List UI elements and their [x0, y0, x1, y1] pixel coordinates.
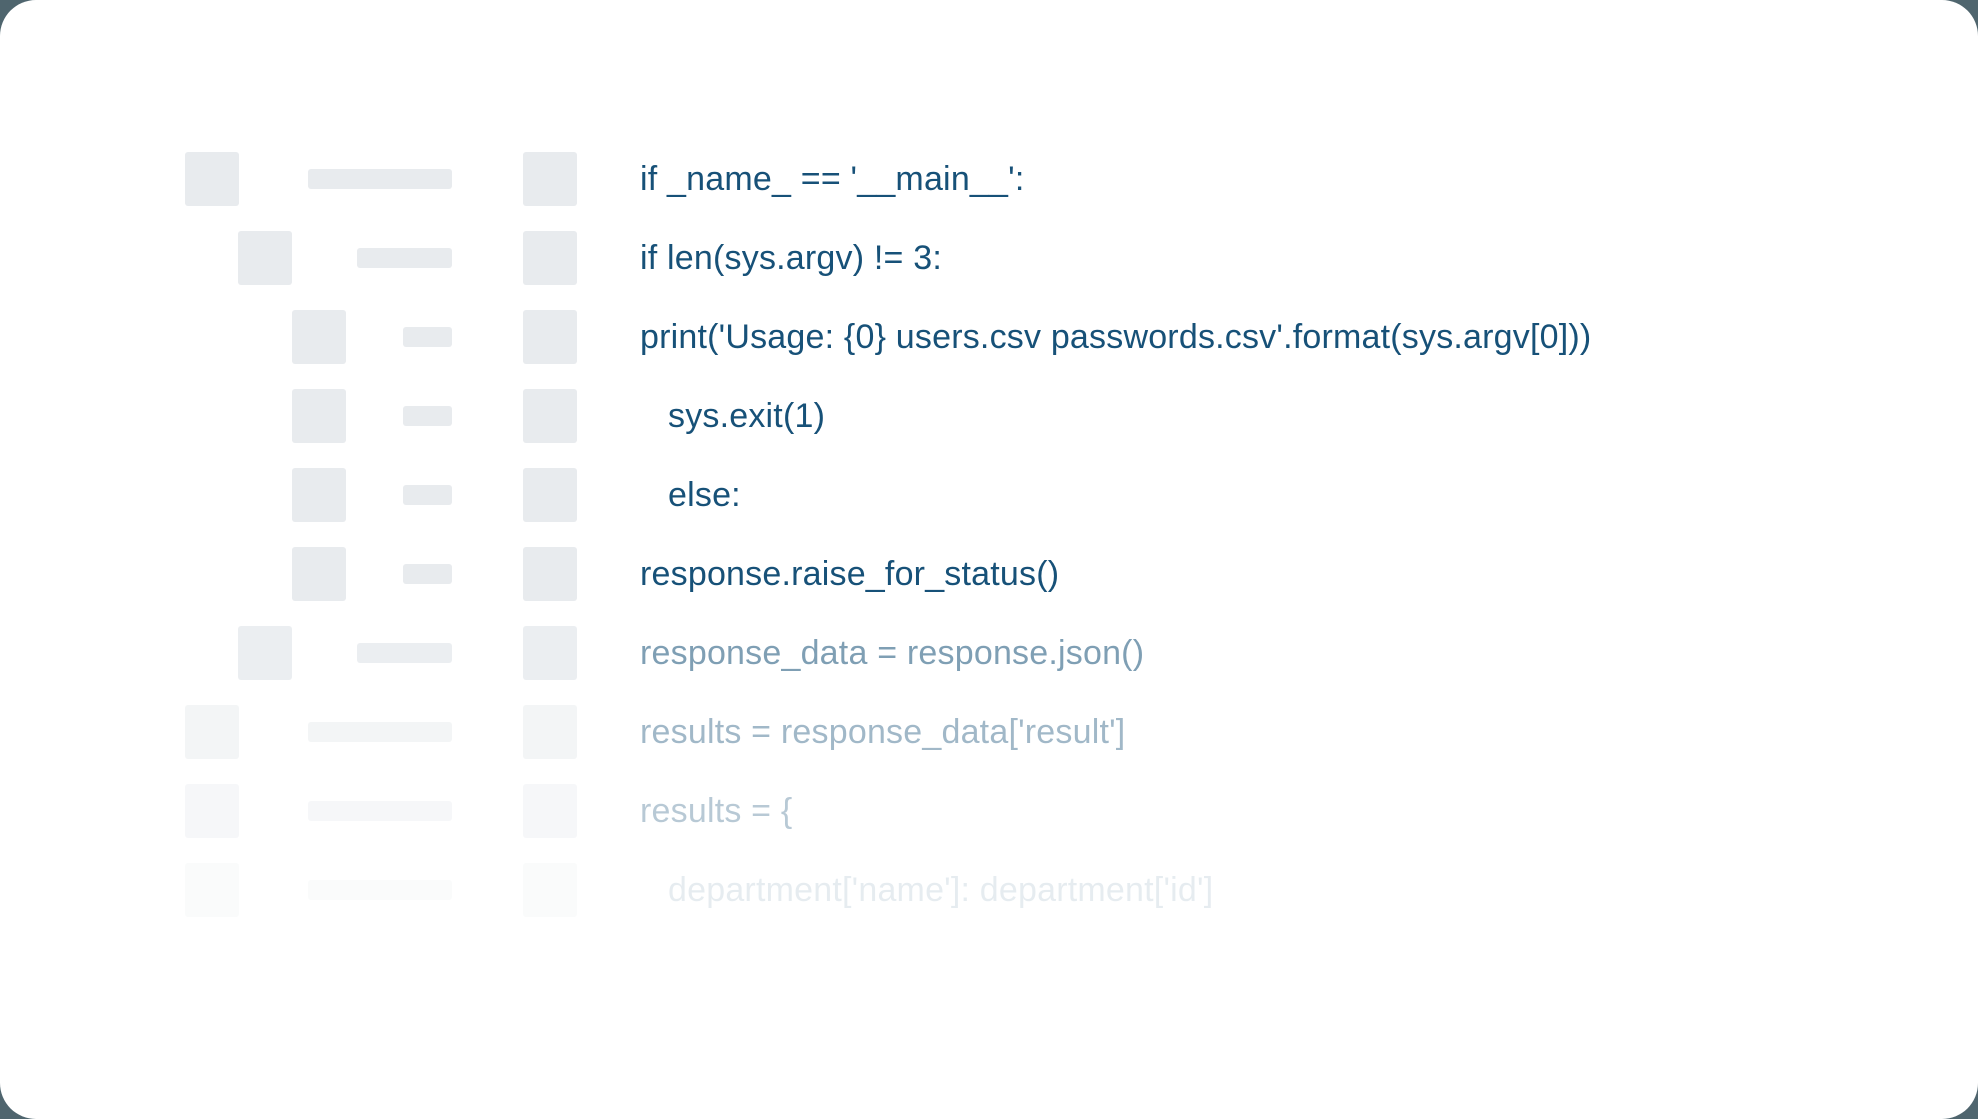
skeleton-bar [357, 643, 452, 663]
skeleton-block-right [523, 152, 577, 206]
skeleton-bar [308, 880, 452, 900]
skeleton-block-right [523, 863, 577, 917]
code-line: if len(sys.argv) != 3: [640, 239, 942, 277]
skeleton-block-left [185, 152, 239, 206]
code-line: print('Usage: {0} users.csv passwords.cs… [640, 318, 1592, 356]
skeleton-block-right [523, 626, 577, 680]
skeleton-block-right [523, 310, 577, 364]
skeleton-block-left [185, 784, 239, 838]
skeleton-block-left [292, 310, 346, 364]
code-line: response.raise_for_status() [640, 555, 1060, 593]
skeleton-bar [403, 327, 452, 347]
skeleton-bar [403, 564, 452, 584]
skeleton-bar [357, 248, 452, 268]
skeleton-bar [403, 485, 452, 505]
code-line: results = { [640, 792, 793, 830]
skeleton-block-left [238, 626, 292, 680]
code-line: results = response_data['result'] [640, 713, 1126, 751]
skeleton-bar [308, 801, 452, 821]
skeleton-bar [308, 722, 452, 742]
skeleton-block-left [292, 547, 346, 601]
skeleton-block-left [238, 231, 292, 285]
skeleton-block-right [523, 389, 577, 443]
code-line: department['name']: department['id'] [668, 871, 1214, 909]
skeleton-bar [308, 169, 452, 189]
skeleton-bar [403, 406, 452, 426]
skeleton-block-right [523, 784, 577, 838]
code-line: if _name_ == '__main__': [640, 160, 1025, 198]
skeleton-block-left [292, 389, 346, 443]
skeleton-block-left [185, 863, 239, 917]
skeleton-block-right [523, 231, 577, 285]
skeleton-block-right [523, 547, 577, 601]
code-line: response_data = response.json() [640, 634, 1145, 672]
skeleton-block-right [523, 468, 577, 522]
skeleton-block-left [185, 705, 239, 759]
code-line: sys.exit(1) [668, 397, 826, 435]
code-line: else: [668, 476, 741, 514]
skeleton-block-left [292, 468, 346, 522]
skeleton-block-right [523, 705, 577, 759]
